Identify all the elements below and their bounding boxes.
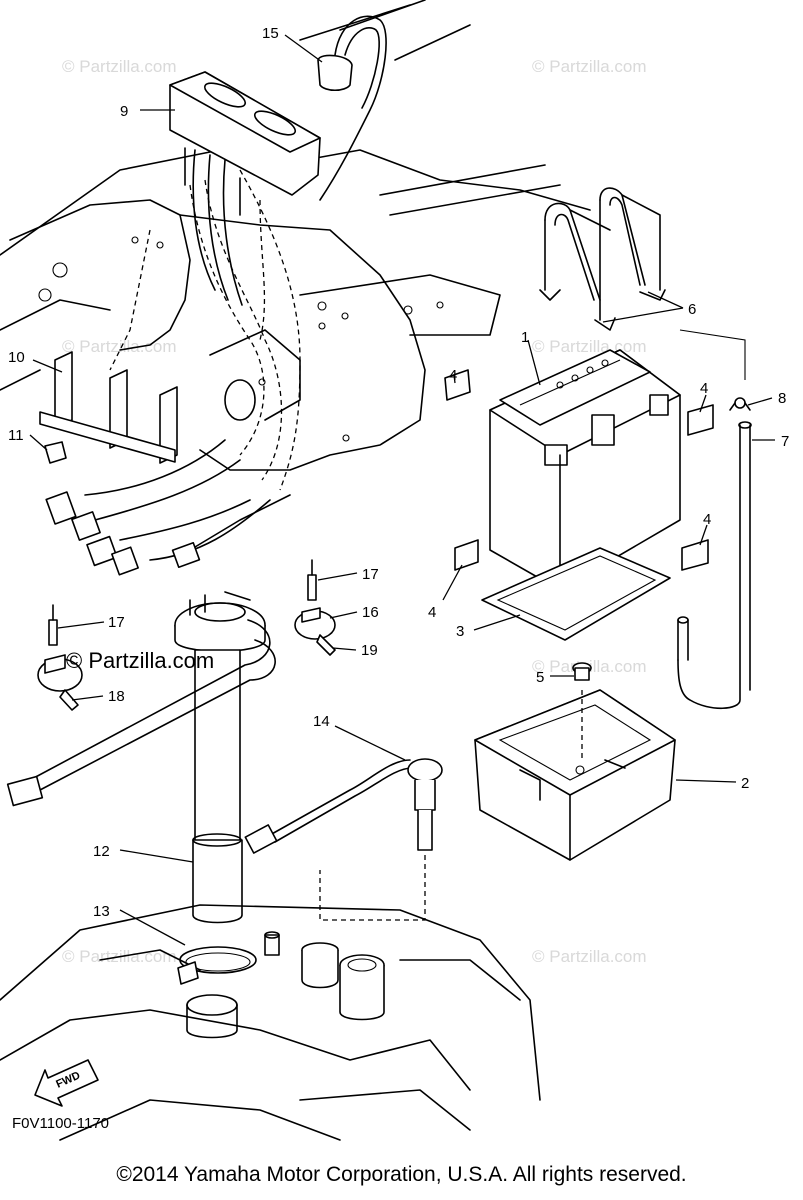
part-4-pads [444, 369, 714, 571]
watermark: © Partzilla.com [532, 947, 647, 966]
callout-18: 18 [108, 688, 125, 705]
callout-3: 3 [456, 623, 464, 640]
part-9-meter-housing [169, 71, 321, 306]
part-3-mat [481, 547, 671, 641]
copyright-notice: ©2014 Yamaha Motor Corporation, U.S.A. A… [116, 1163, 687, 1186]
part-5-bolt [572, 662, 592, 760]
part-18-clamp [37, 654, 83, 711]
fwd-arrow: FWD [34, 1059, 99, 1107]
callout-5: 5 [536, 669, 544, 686]
callout-13: 13 [93, 903, 110, 920]
callout-7: 7 [781, 433, 789, 450]
part-14-grommet [317, 15, 387, 201]
part-7-breather-tube [677, 329, 752, 710]
callout-19: 19 [361, 642, 378, 659]
part-17-pin-lower [48, 604, 58, 646]
callout-2: 2 [741, 775, 749, 792]
callout-12: 12 [93, 843, 110, 860]
callout-9: 9 [120, 103, 128, 120]
watermark: © Partzilla.com [62, 57, 177, 76]
callout-4-top-right: 4 [700, 380, 708, 397]
callouts: 15 9 10 11 1 4 4 4 4 3 6 8 7 2 5 17 16 1… [8, 25, 789, 920]
part-6-battery-bands [539, 187, 666, 331]
callout-17-lower: 17 [108, 614, 125, 631]
fuel-tank [0, 904, 541, 1141]
wire-harness [45, 439, 291, 576]
callout-15-label: 14 [313, 713, 330, 730]
callout-16: 16 [362, 604, 379, 621]
part-10-bracket [39, 351, 178, 464]
callout-6: 6 [688, 301, 696, 318]
callout-1: 1 [521, 329, 529, 346]
callout-4-bottom-right: 4 [703, 511, 711, 528]
part-15-sensor-lead [244, 758, 443, 921]
watermark: © Partzilla.com [62, 337, 177, 356]
callout-4-top-left: 4 [449, 367, 457, 384]
frame-chassis [0, 0, 591, 471]
drawing-code: F0V1100-1170 [12, 1115, 109, 1132]
callout-8: 8 [778, 390, 786, 407]
part-2-battery-box [474, 689, 676, 861]
watermark: © Partzilla.com [532, 57, 647, 76]
callout-17-upper: 17 [362, 566, 379, 583]
callout-14: 15 [262, 25, 279, 42]
watermark: © Partzilla.com [532, 337, 647, 356]
callout-4-bottom-left: 4 [428, 604, 436, 621]
callout-10: 10 [8, 349, 25, 366]
part-12-fuel-sender [6, 591, 276, 924]
part-13-band [179, 946, 257, 974]
part-1-battery [489, 349, 681, 591]
leader-lines [29, 34, 775, 946]
wiring-routes [109, 169, 301, 491]
part-8-clip [729, 397, 751, 411]
watermark-large: © Partzilla.com [66, 648, 214, 673]
part-16-clamp [294, 607, 336, 656]
part-17-pin-upper [307, 559, 317, 601]
callout-11: 11 [8, 427, 24, 444]
